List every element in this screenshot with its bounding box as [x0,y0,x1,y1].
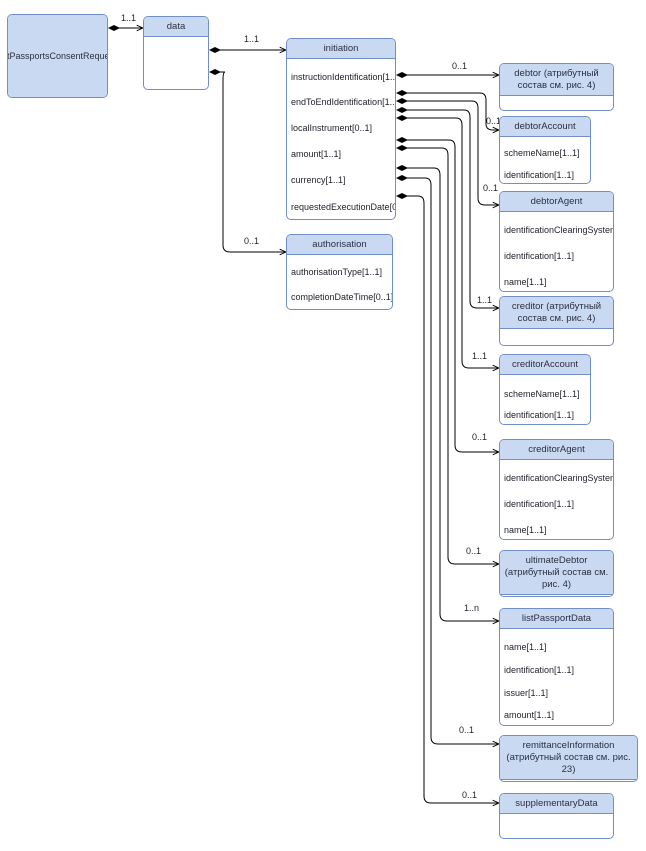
class-authorisation[interactable]: authorisation authorisationType[1..1] co… [286,234,393,310]
class-debtorAccount[interactable]: debtorAccount schemeName[1..1] identific… [499,116,591,184]
composition-diamond [396,145,408,151]
multiplicity-remittanceInformation: 0..1 [459,725,475,735]
composition-diamond [209,69,221,75]
class-title: debtorAccount [500,117,590,137]
connector-creditorAccount [402,117,499,368]
class-debtor[interactable]: debtor (атрибутный состав см. рис. 4) [499,63,614,111]
attribute: name[1..1] [504,642,547,652]
multiplicity-data-initiation: 1..1 [244,34,260,44]
connector-creditor [402,109,499,308]
class-title: supplementaryData [500,794,613,814]
class-title: listPassportsConsentRequest [8,15,107,97]
class-data[interactable]: data [143,16,209,90]
composition-diamond [396,72,408,78]
connector-creditorAgent [402,139,499,452]
attribute: completionDateTime[0..1] [291,292,393,302]
class-title: creditorAgent [500,440,613,460]
connector-data-authorisation [216,71,286,252]
class-supplementaryData[interactable]: supplementaryData [499,793,614,839]
class-debtorAgent[interactable]: debtorAgent identificationClearingSystem… [499,191,614,292]
attribute: issuer[1..1] [504,688,549,698]
class-title: data [144,17,208,37]
class-title: debtorAgent [500,192,613,212]
class-ultimateDebtor[interactable]: ultimateDebtor (атрибутный состав см. ри… [499,550,614,597]
multiplicity-ultimateDebtor: 0..1 [466,546,482,556]
multiplicity-listPassportData: 1..n [464,603,480,613]
class-title: listPassportData [500,609,613,629]
attribute: identificationClearingSystem[0..1] [504,473,613,483]
attribute: name[1..1] [504,277,547,287]
class-initiation[interactable]: initiation instructionIdentification[1..… [286,38,396,220]
class-title: debtor (атрибутный состав см. рис. 4) [500,64,613,96]
attribute: authorisationType[1..1] [291,267,383,277]
attribute: identification[1..1] [504,499,575,509]
multiplicity-debtor: 0..1 [452,61,468,71]
attribute: identification[1..1] [504,410,575,420]
connector-remittanceInformation [402,177,499,744]
composition-diamond [396,90,408,96]
attribute: identification[1..1] [504,170,575,180]
attribute: endToEndIdentification[1..1] [291,97,396,107]
multiplicity-creditor: 1..1 [477,295,493,305]
connector-ultimateDebtor [402,147,499,564]
class-listPassportsConsentRequest[interactable]: listPassportsConsentRequest [7,14,108,98]
class-creditorAgent[interactable]: creditorAgent identificationClearingSyst… [499,439,614,540]
connector-supplementaryData [402,195,499,803]
class-title: remittanceInformation (атрибутный состав… [500,736,637,780]
composition-diamond [396,193,408,199]
attribute: identification[1..1] [504,251,575,261]
multiplicity-supplementaryData: 0..1 [462,790,478,800]
composition-diamond [396,115,408,121]
multiplicity-debtorAccount: 0..1 [486,116,502,126]
connector-debtorAgent [402,100,499,205]
composition-diamond [108,25,120,31]
class-creditorAccount[interactable]: creditorAccount schemeName[1..1] identif… [499,354,591,425]
attribute: amount[1..1] [291,149,342,159]
multiplicity-creditorAgent: 0..1 [472,432,488,442]
multiplicity-data-authorisation: 0..1 [244,236,260,246]
class-title: ultimateDebtor (атрибутный состав см. ри… [500,551,613,595]
composition-diamond [396,165,408,171]
multiplicity-root-data: 1..1 [121,13,137,23]
attribute: schemeName[1..1] [504,389,580,399]
composition-diamond [396,107,408,113]
multiplicity-creditorAccount: 1..1 [472,351,488,361]
class-title: creditorAccount [500,355,590,375]
class-remittanceInformation[interactable]: remittanceInformation (атрибутный состав… [499,735,638,782]
attribute: currency[1..1] [291,175,346,185]
multiplicity-debtorAgent: 0..1 [483,183,499,193]
composition-diamond [396,175,408,181]
class-title: initiation [287,39,395,59]
attribute: name[1..1] [504,525,547,535]
attribute: localInstrument[0..1] [291,123,373,133]
attribute: identificationClearingSystem[0..1] [504,225,613,235]
connector-listPassportData [402,167,499,621]
class-creditor[interactable]: creditor (атрибутный состав см. рис. 4) [499,296,614,346]
attribute: amount[1..1] [504,710,555,720]
connector-debtorAccount [402,92,499,130]
attribute: identification[1..1] [504,665,575,675]
composition-diamond [396,137,408,143]
attribute: requestedExecutionDate[0..1] [291,202,396,212]
composition-diamond [396,98,408,104]
composition-diamond [209,47,221,53]
class-title: creditor (атрибутный состав см. рис. 4) [500,297,613,329]
class-listPassportData[interactable]: listPassportData name[1..1] identificati… [499,608,614,726]
class-title: authorisation [287,235,392,255]
attribute: schemeName[1..1] [504,148,580,158]
attribute: instructionIdentification[1..1] [291,72,396,82]
